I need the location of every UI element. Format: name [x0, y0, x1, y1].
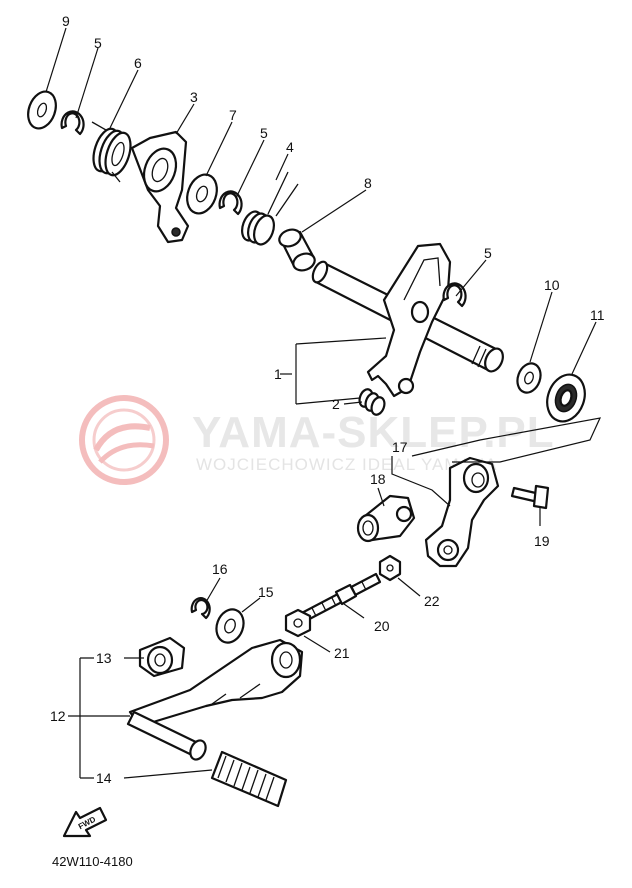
callout-15: 15 [258, 584, 274, 600]
callout-13: 13 [96, 650, 112, 666]
callout-5: 5 [260, 125, 268, 141]
part-22-nut [378, 554, 402, 582]
callout-4: 4 [286, 139, 294, 155]
callout-2: 2 [332, 396, 340, 412]
callout-10: 10 [544, 277, 560, 293]
part-21-nut [284, 608, 312, 638]
fwd-arrow-icon: FWD [62, 806, 108, 838]
watermark-logo [79, 395, 169, 485]
part-2-spring [358, 388, 386, 416]
part-19-bolt [510, 484, 550, 510]
callout-12: 12 [50, 708, 66, 724]
part-1-shift-shaft [311, 242, 504, 398]
callout-5: 5 [94, 35, 102, 51]
callout-22: 22 [424, 593, 440, 609]
watermark-tagline: WOJCIECHOWICZ IDEAL YAMAHA [196, 455, 498, 474]
part-5-circlip-a [60, 110, 85, 136]
part-17-shift-arm [424, 456, 500, 568]
callout-19: 19 [534, 533, 550, 549]
leader-lines [45, 27, 602, 779]
part-3-lever [130, 130, 190, 244]
part-20-shift-rod [294, 572, 382, 626]
part-8-bushing [278, 228, 316, 272]
part-14-pedal-rubber [210, 750, 288, 808]
part-4-spring [241, 171, 299, 246]
part-12-change-pedal [126, 638, 304, 761]
callout-20: 20 [374, 618, 390, 634]
callout-8: 8 [364, 175, 372, 191]
part-9-washer [27, 90, 57, 130]
part-7-washer [186, 173, 218, 215]
callout-9: 9 [62, 13, 70, 29]
part-15-washer [215, 608, 245, 644]
part-10-washer [516, 362, 542, 394]
part-5-circlip-c [442, 282, 467, 308]
part-6-spring [91, 121, 132, 183]
diagram-code: 42W110-4180 [52, 854, 133, 869]
part-18-joint [356, 494, 416, 543]
callout-3: 3 [190, 89, 198, 105]
watermark-site: YAMA-SKLEP.PL [192, 408, 555, 457]
callout-21: 21 [334, 645, 350, 661]
part-13-joint [138, 636, 186, 678]
callout-17: 17 [392, 439, 408, 455]
callout-18: 18 [370, 471, 386, 487]
callout-1: 1 [274, 366, 282, 382]
callout-16: 16 [212, 561, 228, 577]
callout-5: 5 [484, 245, 492, 261]
part-11-oil-seal [546, 373, 586, 423]
part-5-circlip-b [218, 190, 243, 216]
callout-labels: 9 5 6 3 7 5 4 8 5 10 11 1 2 17 18 19 22 … [50, 13, 605, 786]
callout-6: 6 [134, 55, 142, 71]
callout-7: 7 [229, 107, 237, 123]
callout-14: 14 [96, 770, 112, 786]
part-16-circlip [190, 597, 211, 620]
callout-11: 11 [590, 307, 605, 323]
